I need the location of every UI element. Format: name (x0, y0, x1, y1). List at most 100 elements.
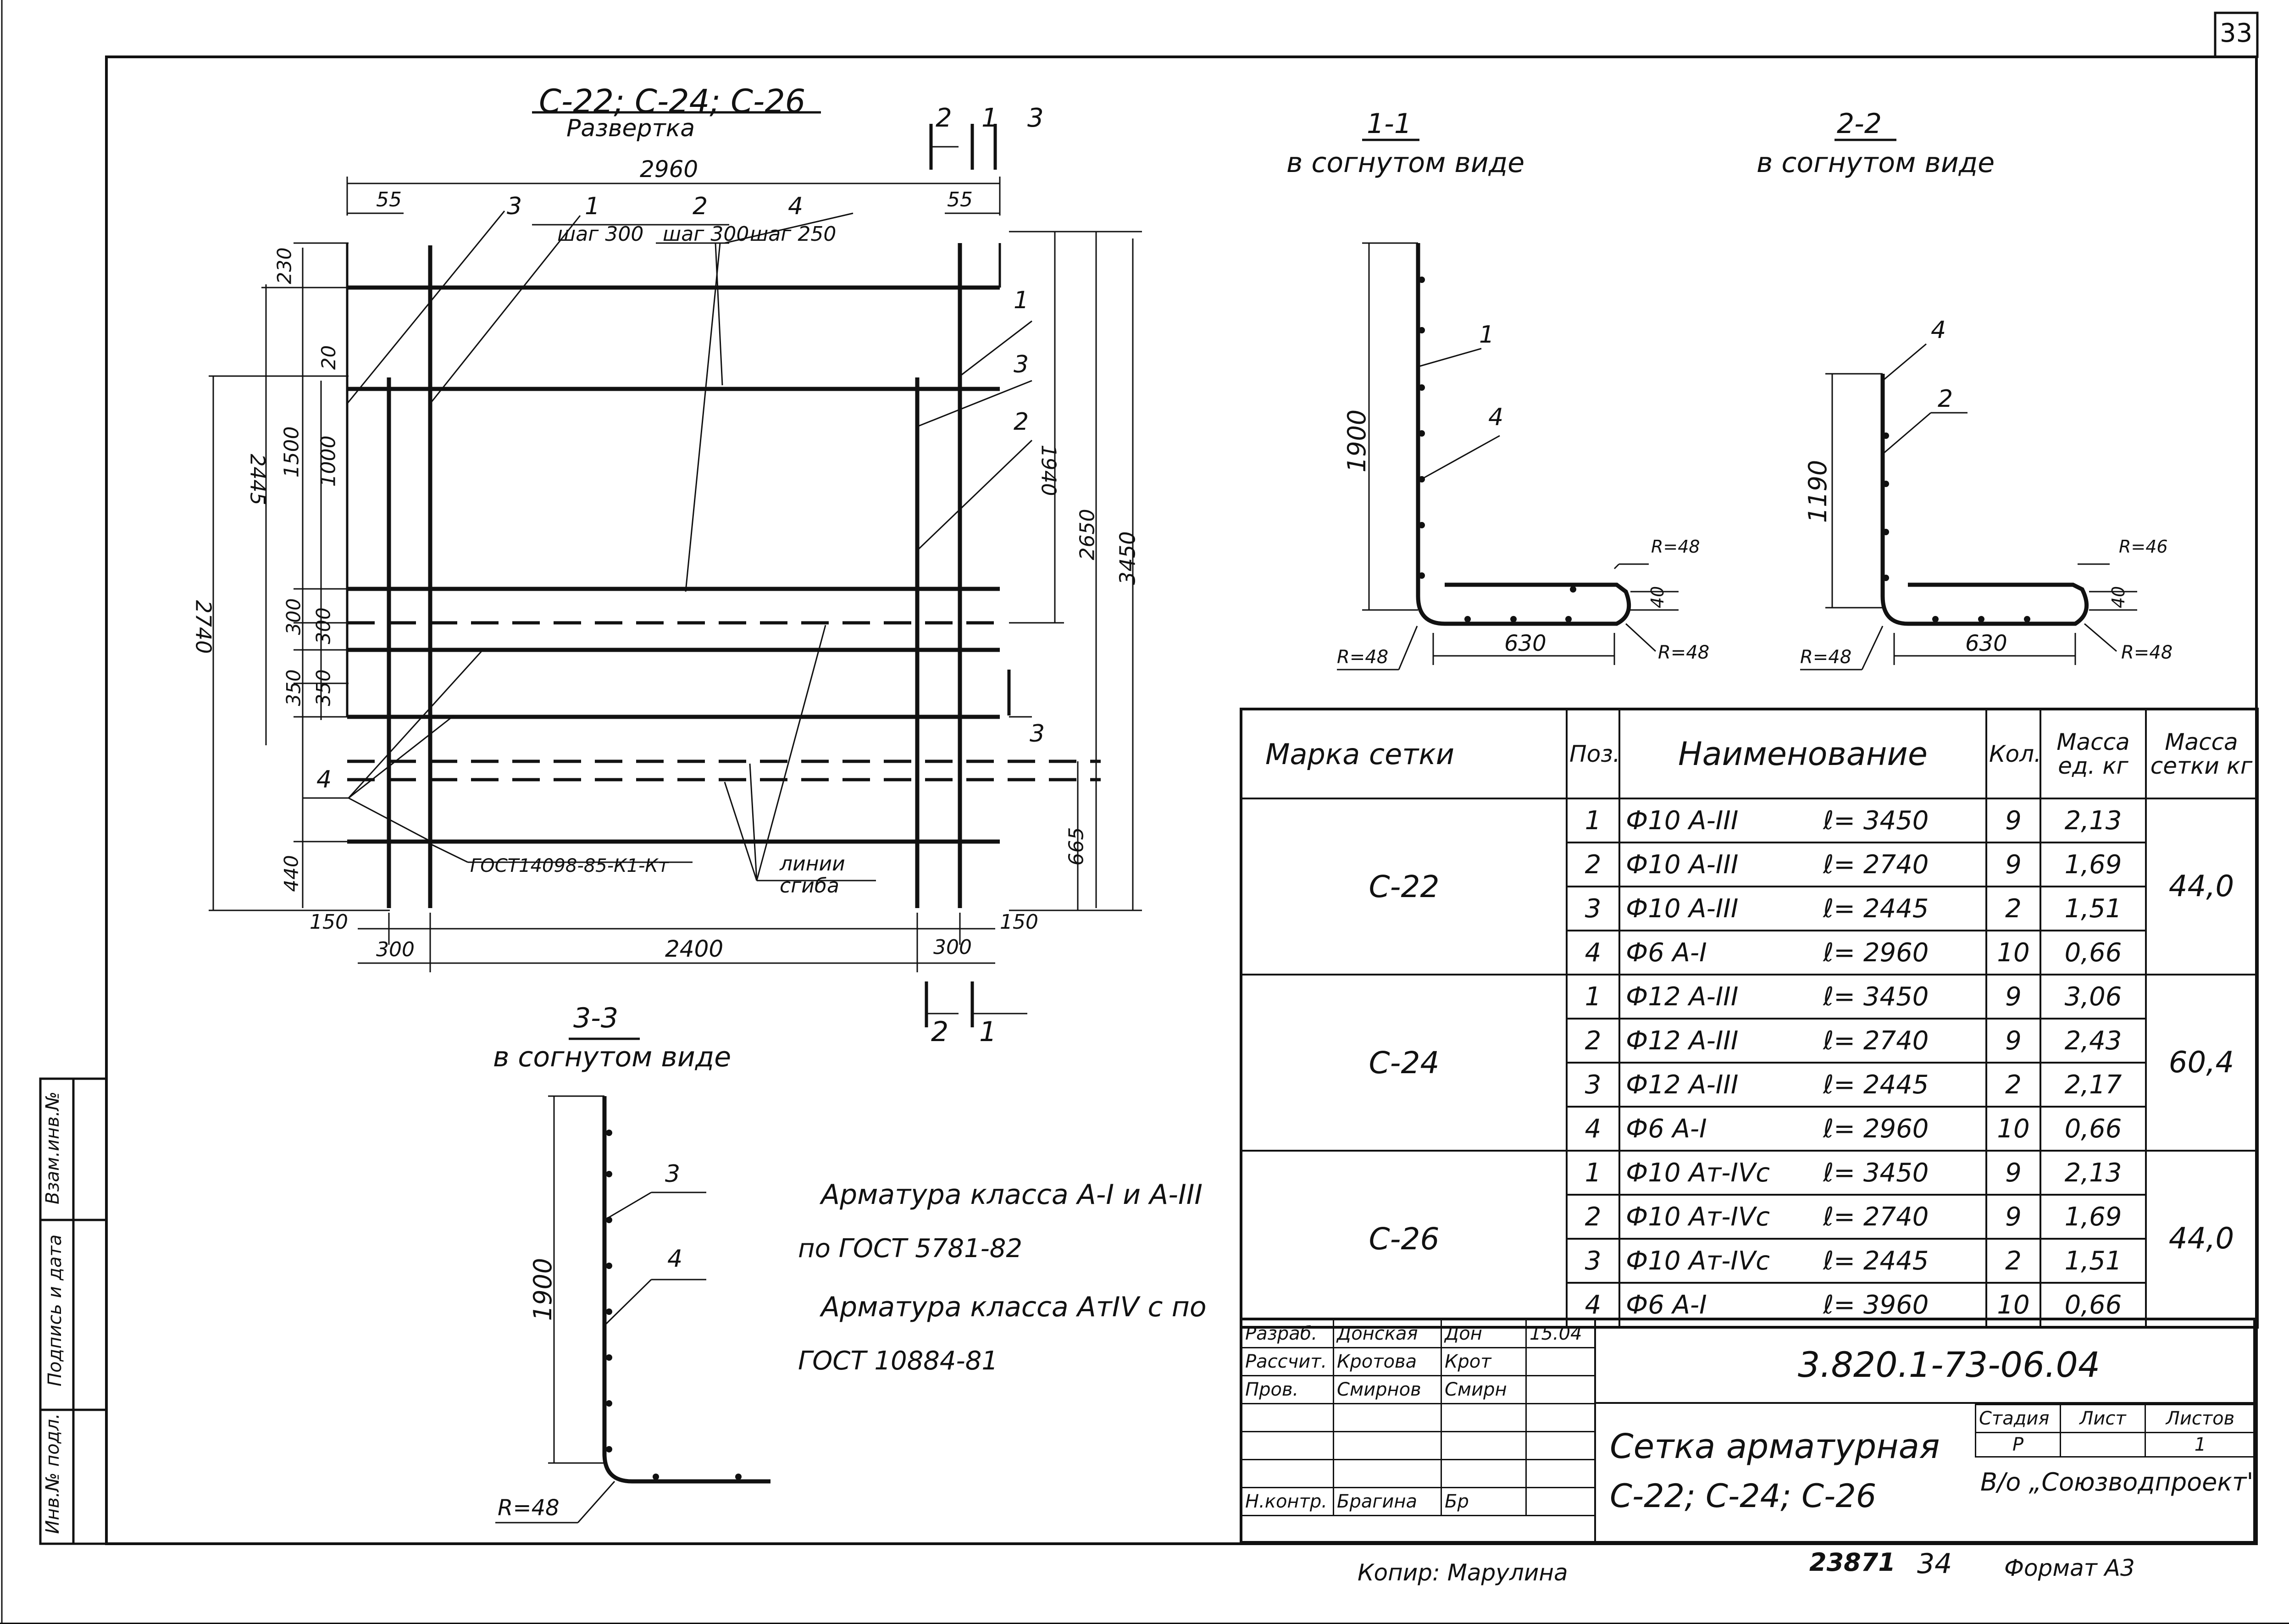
unit-mass-cell: 1,51 (2040, 1238, 2147, 1284)
unit-mass-cell: 2,43 (2040, 1018, 2147, 1064)
bar-name: Ф10 А-III (1626, 805, 1739, 836)
dim-20: 20 (317, 345, 340, 370)
sig-name: Брагина (1333, 1487, 1442, 1516)
section-2-2-drawing (1800, 343, 2137, 671)
callout-gost-weld: ГОСТ14098-85-К1-Кт (470, 855, 669, 876)
bar-length: ℓ= 2960 (1823, 1114, 1929, 1144)
sheets-label: Листов (2145, 1404, 2256, 1433)
section-2-2-callout-2: 2 (1938, 385, 1953, 413)
sheets-value: 1 (2145, 1432, 2256, 1458)
unit-mass-cell: 2,17 (2040, 1062, 2147, 1108)
bar-name: Ф10 А-III (1626, 893, 1739, 924)
dim-left-offset: 55 (376, 188, 402, 211)
header-unit-mass: Масса ед. кг (2040, 708, 2147, 799)
callout-right-2: 2 (1014, 408, 1029, 436)
dim-1940: 1940 (1036, 444, 1060, 496)
bar-name: Ф10 А-III (1626, 849, 1739, 880)
header-name: Наименование (1618, 708, 1987, 799)
side-stamp-inv-repl: Взам.инв.№ (42, 1091, 63, 1205)
bar-length: ℓ= 2740 (1823, 1025, 1929, 1056)
name-cell: Ф12 А-III ℓ= 3450 (1618, 974, 1987, 1020)
doc-code-cell: 3.820.1-73-06.04 (1594, 1319, 2255, 1404)
pos-cell: 3 (1566, 1062, 1620, 1108)
side-stamp-inv-orig: Инв.№ подл. (42, 1413, 63, 1534)
section-mark-top-3: 3 (1027, 103, 1044, 133)
qty-cell: 9 (1985, 974, 2041, 1020)
header-brand: Марка сетки (1240, 708, 1568, 799)
bar-name: Ф10 Ат-IVс (1626, 1202, 1770, 1232)
callout-pos2-step: шаг 300 (663, 222, 749, 246)
unit-mass-cell: 1,69 (2040, 1194, 2147, 1240)
dim-right-150: 150 (1000, 910, 1038, 934)
signature-row (1241, 1403, 1596, 1432)
signature-row: Разраб. Донская Дон 15.04 (1241, 1319, 1596, 1348)
side-stamp-strip (39, 1077, 108, 1545)
dim-300b: 300 (312, 607, 335, 644)
unit-mass-cell: 0,66 (2040, 930, 2147, 976)
callout-bend-lines: линии сгиба (780, 852, 845, 898)
qty-cell: 9 (1985, 1150, 2041, 1196)
qty-cell: 10 (1985, 930, 2041, 976)
footer-number: 23871 (1809, 1548, 1895, 1577)
footer-copied-by: Копир: Марулина (1358, 1559, 1568, 1586)
page-number-box (2214, 11, 2259, 58)
callout-pos1: 1 (585, 193, 600, 220)
bar-name: Ф12 А-III (1626, 981, 1739, 1012)
sig-role: Пров. (1241, 1375, 1334, 1404)
bar-length: ℓ= 3960 (1823, 1290, 1929, 1320)
dim-1500: 1500 (280, 426, 304, 478)
bar-length: ℓ= 2740 (1823, 849, 1929, 880)
sig-sign: Дон (1441, 1319, 1527, 1348)
sig-date (1525, 1403, 1596, 1432)
footer-format: Формат А3 (2004, 1555, 2135, 1581)
section-3-3-drawing (495, 1095, 770, 1524)
callout-pos4-step: шаг 250 (750, 222, 837, 246)
bar-length: ℓ= 2960 (1823, 937, 1929, 968)
sig-date (1525, 1347, 1596, 1376)
section-3-3-callout-4: 4 (667, 1245, 683, 1273)
bar-name: Ф6 А-I (1626, 937, 1707, 968)
note-line-3: Арматура класса АтIV с по (821, 1291, 1207, 1323)
signature-row: Н.контр. Брагина Бр (1241, 1487, 1596, 1516)
section-2-2-r-top: R=46 (2119, 537, 2168, 557)
bar-length: ℓ= 2445 (1823, 893, 1929, 924)
stage-label: Стадия (1975, 1404, 2061, 1433)
signature-row: Рассчит. Кротова Крот (1241, 1347, 1596, 1376)
pos-cell: 1 (1566, 974, 1620, 1020)
unit-mass-cell: 3,06 (2040, 974, 2147, 1020)
header-qty: Кол. (1985, 708, 2041, 799)
section-2-2-dots (1883, 432, 2030, 622)
qty-cell: 9 (1985, 798, 2041, 843)
pos-cell: 4 (1566, 930, 1620, 976)
section-1-1-callout-1: 1 (1479, 321, 1495, 349)
dim-2445: 2445 (245, 454, 269, 505)
section-3-3-r: R=48 (498, 1495, 560, 1521)
qty-cell: 2 (1985, 1062, 2041, 1108)
sig-role (1241, 1431, 1334, 1460)
bar-length: ℓ= 2740 (1823, 1202, 1929, 1232)
section-2-2-r-right: R=48 (2121, 642, 2173, 663)
dim-right-300: 300 (933, 936, 972, 959)
footer-sheet-number: 34 (1917, 1548, 1952, 1580)
bar-length: ℓ= 3450 (1823, 981, 1929, 1012)
section-1-1-title: 1-1 (1367, 108, 1412, 140)
qty-cell: 2 (1985, 1238, 2041, 1284)
qty-cell: 9 (1985, 1194, 2041, 1240)
sig-date (1525, 1375, 1596, 1404)
page-number: 33 (2220, 18, 2253, 48)
dim-300a: 300 (282, 598, 305, 635)
qty-cell: 9 (1985, 842, 2041, 887)
sig-date (1525, 1459, 1596, 1488)
signature-row (1241, 1431, 1596, 1460)
sheet-label: Лист (2060, 1404, 2146, 1433)
section-mark-bottom-2: 2 (931, 1016, 949, 1048)
